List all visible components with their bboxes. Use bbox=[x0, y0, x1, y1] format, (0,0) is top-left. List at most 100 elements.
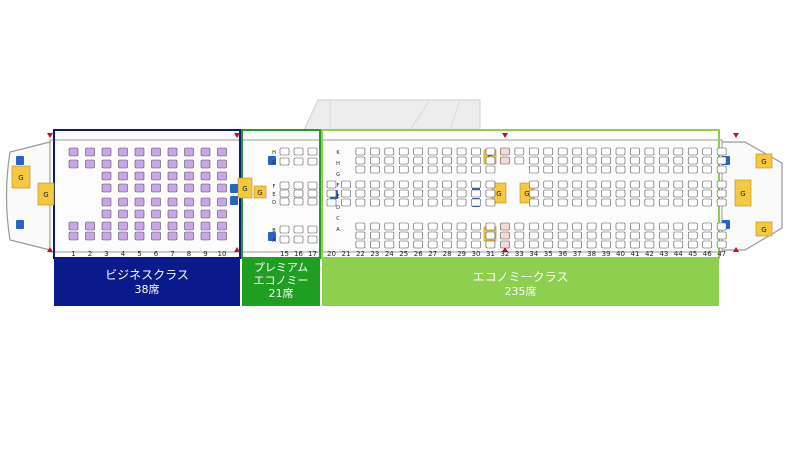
economy-seat bbox=[543, 231, 554, 240]
economy-seat bbox=[630, 231, 640, 240]
business-seat bbox=[151, 221, 161, 231]
galley-label: G bbox=[761, 158, 766, 166]
galley-block bbox=[755, 221, 773, 237]
business-seat bbox=[217, 231, 227, 241]
business-seat bbox=[118, 147, 128, 157]
business-seat bbox=[184, 197, 194, 207]
premium-seat bbox=[293, 147, 304, 156]
economy-seat bbox=[355, 198, 366, 207]
business-seat bbox=[118, 159, 128, 169]
economy-seat bbox=[471, 231, 481, 240]
business-seat bbox=[217, 147, 227, 157]
economy-seat bbox=[543, 156, 554, 165]
economy-seat bbox=[326, 198, 337, 207]
economy-seat bbox=[601, 147, 611, 156]
business-seat bbox=[118, 231, 128, 241]
business-seat bbox=[101, 147, 112, 157]
lavatory-icon bbox=[268, 156, 276, 165]
business-seat bbox=[200, 159, 211, 169]
business-seat bbox=[118, 171, 128, 181]
economy-seat bbox=[341, 180, 351, 189]
economy-seat bbox=[702, 165, 713, 174]
economy-seat bbox=[673, 156, 684, 165]
economy-seat bbox=[716, 240, 727, 249]
economy-seat bbox=[413, 165, 424, 174]
business-class-name: ビジネスクラス bbox=[105, 268, 189, 282]
economy-seat bbox=[673, 240, 684, 249]
economy-seat bbox=[543, 222, 554, 231]
galley-label: G bbox=[761, 226, 766, 234]
galley-block bbox=[734, 179, 752, 207]
economy-seat bbox=[485, 165, 496, 174]
economy-row-number: 40 bbox=[616, 250, 625, 258]
economy-seat bbox=[644, 231, 655, 240]
economy-seat bbox=[615, 222, 626, 231]
premium-seat bbox=[307, 197, 318, 206]
economy-seat bbox=[398, 240, 409, 249]
business-seat bbox=[167, 159, 178, 169]
economy-seat-letter: C bbox=[336, 216, 340, 222]
economy-seat bbox=[355, 165, 366, 174]
economy-class-seat-count: 235席 bbox=[504, 285, 537, 298]
economy-seat bbox=[370, 180, 380, 189]
economy-row-number: 23 bbox=[370, 250, 379, 258]
premium-row-number: 17 bbox=[308, 250, 317, 258]
economy-seat bbox=[326, 180, 337, 189]
economy-seat bbox=[442, 240, 452, 249]
premium-seat bbox=[279, 225, 290, 234]
premium-seat bbox=[307, 181, 318, 190]
galley-label: G bbox=[43, 191, 48, 199]
business-seat bbox=[68, 147, 79, 157]
business-seat bbox=[217, 183, 227, 193]
business-seat bbox=[151, 147, 161, 157]
economy-seat bbox=[673, 147, 684, 156]
economy-seat bbox=[427, 147, 438, 156]
economy-seat bbox=[528, 180, 539, 189]
economy-seat bbox=[471, 198, 481, 207]
economy-seat bbox=[557, 180, 568, 189]
economy-seat bbox=[471, 189, 481, 198]
economy-seat bbox=[673, 198, 684, 207]
economy-seat bbox=[673, 189, 684, 198]
business-seat bbox=[167, 221, 178, 231]
business-seat bbox=[200, 171, 211, 181]
economy-seat bbox=[384, 156, 395, 165]
economy-seat bbox=[644, 156, 655, 165]
business-seat bbox=[85, 147, 95, 157]
economy-seat bbox=[413, 198, 424, 207]
economy-seat bbox=[557, 147, 568, 156]
economy-seat bbox=[456, 198, 467, 207]
business-class-seat-count: 38席 bbox=[134, 283, 160, 296]
economy-seat bbox=[456, 180, 467, 189]
economy-seat bbox=[572, 156, 582, 165]
lavatory-icon bbox=[16, 220, 24, 229]
business-seat bbox=[101, 231, 112, 241]
economy-row-number: 42 bbox=[645, 250, 654, 258]
economy-seat bbox=[687, 222, 698, 231]
economy-seat bbox=[471, 165, 481, 174]
business-seat bbox=[118, 209, 128, 219]
business-row-number: 9 bbox=[203, 250, 207, 258]
economy-seat bbox=[398, 222, 409, 231]
economy-seat bbox=[586, 156, 597, 165]
business-seat bbox=[184, 171, 194, 181]
economy-seat bbox=[413, 147, 424, 156]
economy-seat bbox=[485, 222, 496, 231]
lavatory-icon bbox=[230, 184, 238, 193]
economy-seat bbox=[500, 240, 510, 249]
lavatory-icon bbox=[16, 156, 24, 165]
economy-seat bbox=[673, 165, 684, 174]
economy-seat bbox=[630, 156, 640, 165]
economy-seat bbox=[687, 198, 698, 207]
economy-seat bbox=[384, 189, 395, 198]
exit-marker bbox=[47, 133, 53, 138]
premium-economy-name-line1: プレミアム bbox=[253, 261, 309, 274]
economy-seat bbox=[630, 147, 640, 156]
economy-seat bbox=[355, 180, 366, 189]
economy-seat bbox=[557, 189, 568, 198]
business-row-number: 8 bbox=[187, 250, 191, 258]
premium-seat-letter: G bbox=[272, 160, 276, 166]
galley-label: G bbox=[18, 174, 23, 182]
galley-block bbox=[11, 165, 31, 189]
